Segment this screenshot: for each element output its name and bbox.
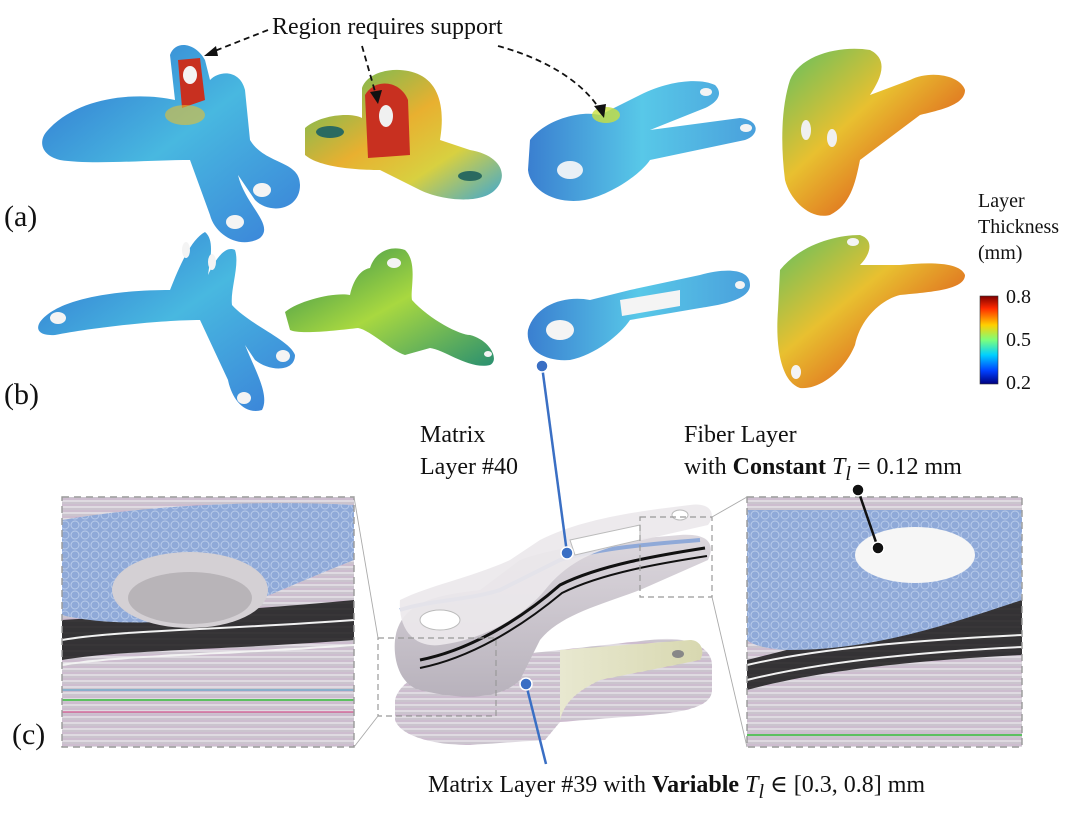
legend-tick-max: 0.8 (1006, 286, 1031, 308)
fiber-label-1: Fiber Layer (684, 422, 797, 448)
panel-label-a: (a) (4, 200, 38, 233)
part-a3 (528, 81, 756, 201)
legend-tick-mid: 0.5 (1006, 329, 1031, 351)
part-b3 (527, 270, 750, 361)
matrix40-label-1: Matrix (420, 422, 486, 448)
panel-label-b: (b) (4, 378, 39, 411)
legend-title-1: Layer (978, 190, 1025, 212)
leader-matrix39 (519, 677, 548, 765)
center-stack (377, 504, 713, 745)
part-a2 (305, 69, 502, 200)
inset-right (746, 496, 1023, 748)
legend-title-3: (mm) (978, 242, 1023, 264)
callout-arrowheads (204, 46, 606, 118)
leader-matrix40 (535, 359, 574, 560)
legend-tick-min: 0.2 (1006, 372, 1031, 394)
leader-fiber (851, 483, 885, 555)
part-b1 (38, 232, 295, 411)
legend-colorbar (979, 295, 999, 385)
fiber-label-2: with Constant Tl = 0.12 mm (684, 454, 962, 485)
part-b4 (777, 235, 965, 389)
matrix40-label-2: Layer #40 (420, 454, 518, 480)
part-b2 (285, 248, 494, 366)
matrix39-label: Matrix Layer #39 with Variable Tl ∈ [0.3… (428, 772, 926, 803)
panel-label-c: (c) (12, 718, 46, 751)
inset-connectors (353, 496, 748, 748)
callout-arrows (211, 29, 601, 111)
part-a1 (42, 44, 300, 243)
inset-left (61, 496, 355, 748)
legend-title-2: Thickness (978, 216, 1060, 238)
support-callout-text: Region requires support (272, 14, 503, 40)
part-a4 (782, 48, 965, 216)
